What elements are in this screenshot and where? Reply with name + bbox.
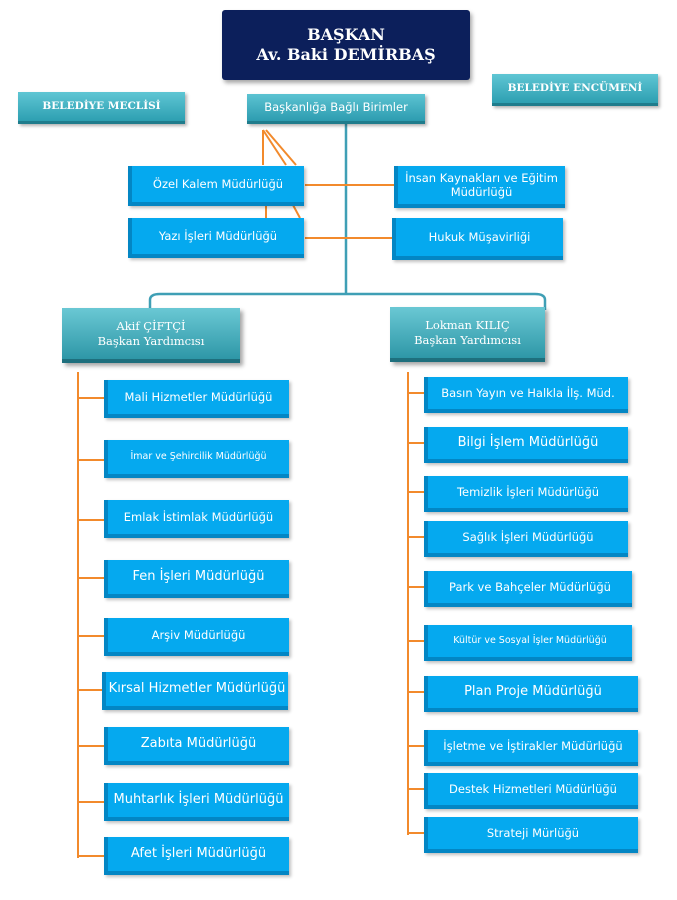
deputy-left-box: Akif ÇİFTÇİ Başkan Yardımcısı (62, 308, 240, 363)
left-unit: Zabıta Müdürlüğü (104, 727, 289, 765)
right-unit: Kültür ve Sosyal İşler Müdürlüğü (424, 625, 632, 661)
right-unit: Sağlık İşleri Müdürlüğü (424, 521, 628, 557)
left-unit: Fen İşleri Müdürlüğü (104, 560, 289, 598)
deputy-right-name: Lokman KILIÇ (425, 318, 510, 333)
right-unit: Temizlik İşleri Müdürlüğü (424, 476, 628, 512)
deputy-bridge-line (148, 292, 547, 301)
unit-yazi-isleri: Yazı İşleri Müdürlüğü (128, 218, 304, 258)
deputy-left-name: Akif ÇİFTÇİ (116, 319, 186, 334)
right-unit: Basın Yayın ve Halkla İlş. Müd. (424, 377, 628, 413)
unit-insan-kaynaklari: İnsan Kaynakları ve Eğitim Müdürlüğü (394, 166, 565, 208)
deputy-right-title: Başkan Yardımcısı (414, 332, 521, 347)
president-name: Av. Baki DEMİRBAŞ (256, 45, 436, 64)
president-box: BAŞKAN Av. Baki DEMİRBAŞ (222, 10, 470, 80)
president-title: BAŞKAN (307, 25, 385, 44)
deputy-left-title: Başkan Yardımcısı (97, 333, 205, 348)
left-unit: Emlak İstimlak Müdürlüğü (104, 500, 289, 538)
left-unit: Muhtarlık İşleri Müdürlüğü (104, 783, 289, 821)
right-unit: Bilgi İşlem Müdürlüğü (424, 427, 628, 463)
right-unit: Plan Proje Müdürlüğü (424, 676, 638, 712)
left-unit: Afet İşleri Müdürlüğü (104, 837, 289, 875)
right-unit: Destek Hizmetleri Müdürlüğü (424, 773, 638, 809)
attached-units-title: Başkanlığa Bağlı Birimler (247, 94, 425, 124)
council-box: BELEDİYE MECLİSİ (18, 92, 185, 124)
right-unit: Park ve Bahçeler Müdürlüğü (424, 571, 632, 607)
right-unit: İşletme ve İştirakler Müdürlüğü (424, 730, 638, 766)
committee-box: BELEDİYE ENCÜMENİ (492, 74, 658, 106)
left-unit: Arşiv Müdürlüğü (104, 618, 289, 656)
right-unit: Strateji Mürlüğü (424, 817, 638, 853)
deputy-right-box: Lokman KILIÇ Başkan Yardımcısı (390, 307, 545, 362)
left-unit: İmar ve Şehircilik Müdürlüğü (104, 440, 289, 478)
left-unit: Mali Hizmetler Müdürlüğü (104, 380, 289, 418)
unit-hukuk: Hukuk Müşavirliği (392, 218, 563, 260)
unit-ozel-kalem: Özel Kalem Müdürlüğü (128, 166, 304, 206)
left-unit: Kırsal Hizmetler Müdürlüğü (102, 672, 288, 710)
